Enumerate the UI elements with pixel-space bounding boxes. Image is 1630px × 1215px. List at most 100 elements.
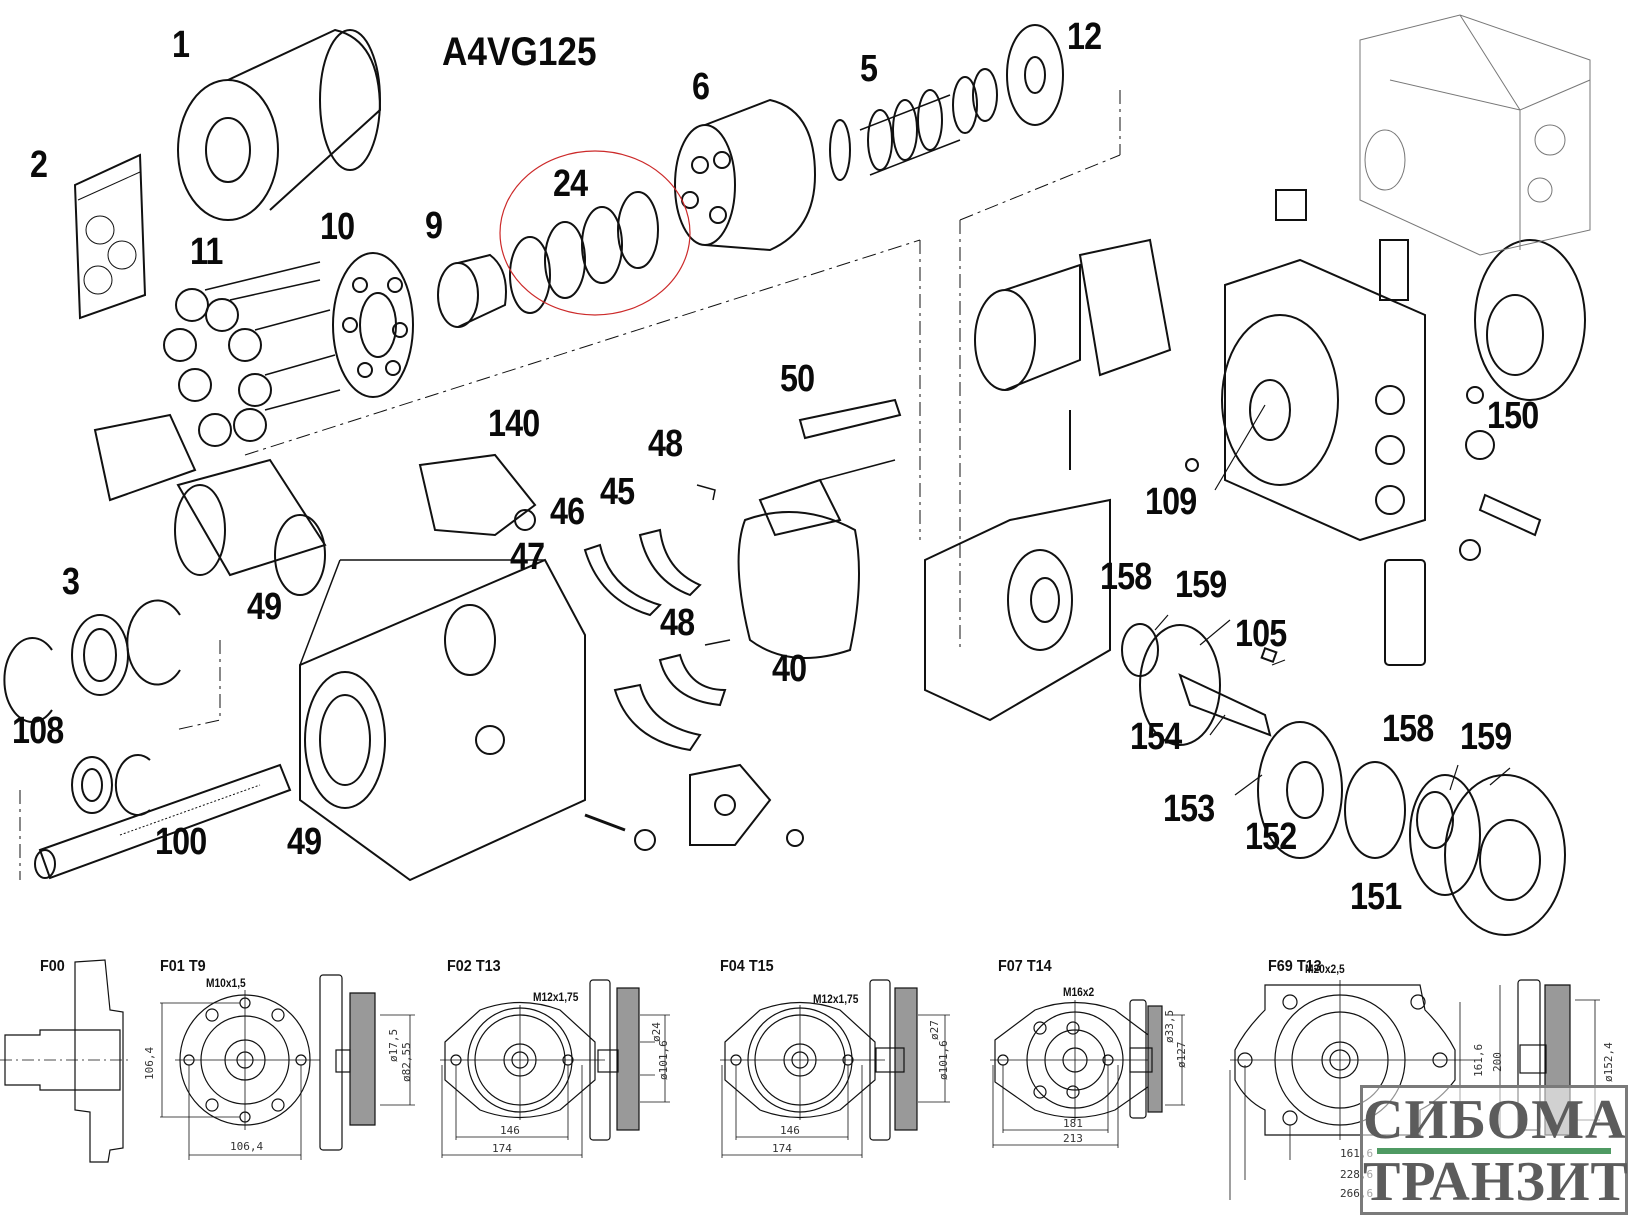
part-label-151[interactable]: 151 — [1350, 876, 1402, 918]
part-label-48-bottom[interactable]: 48 — [660, 602, 695, 644]
dim-f04-pilot: ø101,6 — [937, 1040, 950, 1080]
flange-f04-side — [869, 979, 950, 1141]
servo-cylinder — [93, 413, 327, 596]
part-label-105[interactable]: 105 — [1235, 613, 1287, 655]
part-label-6[interactable]: 6 — [692, 66, 710, 108]
flange-f00-section — [0, 959, 128, 1163]
part-109-valve-block — [1221, 189, 1426, 542]
part-9-bushing — [437, 253, 507, 328]
part-label-158-bottom[interactable]: 158 — [1382, 708, 1434, 750]
flange-title-f69: F69 T13 — [1268, 958, 1322, 975]
diagram-title: A4VG125 — [442, 30, 597, 74]
part-label-12[interactable]: 12 — [1067, 16, 1102, 58]
thread-f07: M16x2 — [1063, 985, 1095, 999]
part-2-seal-kit — [73, 153, 147, 320]
part-label-48-top[interactable]: 48 — [648, 423, 683, 465]
dim-f02-pilot: ø101,6 — [657, 1040, 670, 1080]
dim-f02-holes: 146 — [500, 1124, 520, 1137]
thread-f01: M10x1,5 — [206, 976, 246, 990]
dim-f01-width: 106,4 — [230, 1140, 264, 1153]
flange-f04-front — [720, 1001, 885, 1158]
part-label-47[interactable]: 47 — [510, 536, 545, 578]
dim-f01-height: 106,4 — [143, 1046, 156, 1080]
part-label-3[interactable]: 3 — [62, 561, 80, 603]
watermark-line1: СИБОМА — [1363, 1089, 1627, 1151]
part-5-spring — [829, 68, 998, 181]
part-label-49-top[interactable]: 49 — [247, 586, 282, 628]
part-150-cover — [1474, 239, 1586, 401]
flange-title-f04: F04 T15 — [720, 958, 774, 975]
watermark-logo: СИБОМА ТРАНЗИТ — [1360, 1085, 1628, 1215]
part-label-140[interactable]: 140 — [488, 403, 540, 445]
flange-f02-side — [589, 979, 670, 1141]
thread-f69: M20x2,5 — [1305, 962, 1345, 976]
part-label-108[interactable]: 108 — [12, 710, 64, 752]
part-label-10[interactable]: 10 — [320, 206, 355, 248]
part-label-154[interactable]: 154 — [1130, 716, 1182, 758]
dim-f07-bore: ø33,5 — [1163, 1009, 1176, 1043]
flange-title-f01: F01 T9 — [160, 958, 206, 975]
part-label-1[interactable]: 1 — [172, 24, 190, 66]
part-label-158-top[interactable]: 158 — [1100, 556, 1152, 598]
solenoid-motor — [974, 238, 1172, 391]
dim-f07-holes: 181 — [1063, 1117, 1083, 1130]
flange-f01-side — [319, 974, 415, 1151]
flange-title-f02: F02 T13 — [447, 958, 501, 975]
dim-f02-overall: 174 — [492, 1142, 512, 1155]
end-cover — [584, 763, 804, 851]
leader-lines — [1154, 404, 1511, 796]
dim-f69-height-holes: 161,6 — [1472, 1043, 1485, 1077]
part-label-150[interactable]: 150 — [1487, 395, 1539, 437]
thread-f02: M12x1,75 — [533, 990, 579, 1004]
dim-f01-bore: ø17,5 — [387, 1028, 400, 1062]
part-140-control-valve — [418, 453, 537, 537]
part-label-40[interactable]: 40 — [772, 648, 807, 690]
part-6-cylinder-barrel — [674, 98, 817, 252]
part-label-152[interactable]: 152 — [1245, 816, 1297, 858]
flange-f69-front — [1229, 980, 1501, 1200]
flange-f01-front — [160, 990, 320, 1160]
part-40-swash-plate — [737, 459, 896, 659]
part-label-5[interactable]: 5 — [860, 48, 878, 90]
flange-title-f00: F00 — [40, 958, 65, 975]
part-label-159-bottom[interactable]: 159 — [1460, 716, 1512, 758]
part-label-45[interactable]: 45 — [600, 471, 635, 513]
part-label-100[interactable]: 100 — [155, 821, 207, 863]
part-108-shaft-seal — [71, 754, 151, 816]
part-12-retaining-plate — [1006, 24, 1064, 126]
part-label-109[interactable]: 109 — [1145, 481, 1197, 523]
dim-f01-pilot: ø82,55 — [400, 1042, 413, 1082]
part-label-2[interactable]: 2 — [30, 144, 48, 186]
dim-f04-bore: ø27 — [928, 1020, 941, 1040]
part-label-50[interactable]: 50 — [780, 358, 815, 400]
part-10-retainer-plate — [332, 252, 414, 398]
part-label-9[interactable]: 9 — [425, 205, 443, 247]
flange-f02-front — [440, 1001, 605, 1158]
part-11-pistons — [163, 261, 341, 447]
flange-title-f07: F07 T14 — [998, 958, 1052, 975]
assembly-axis-lines — [19, 90, 1121, 880]
parts-45-48-cradle-bearings — [583, 484, 731, 752]
watermark-bar — [1377, 1148, 1611, 1154]
part-label-24[interactable]: 24 — [553, 163, 588, 205]
part-label-153[interactable]: 153 — [1163, 788, 1215, 830]
part-label-11[interactable]: 11 — [190, 231, 223, 273]
watermark-line2: ТРАНЗИТ — [1363, 1151, 1629, 1213]
dim-f04-holes: 146 — [780, 1124, 800, 1137]
dim-f07-pilot: ø127 — [1175, 1041, 1188, 1069]
parts-151-159-aux-pump — [1121, 623, 1566, 936]
pump-housing — [299, 558, 586, 882]
charge-pump-module — [924, 410, 1111, 722]
highlight-circle — [499, 150, 691, 316]
part-1-cylinder-assembly — [177, 28, 382, 221]
dim-f69-pilot: ø152,4 — [1602, 1042, 1615, 1082]
part-label-49-bottom[interactable]: 49 — [287, 821, 322, 863]
dim-f69-height: 200 — [1491, 1052, 1504, 1072]
pump-reference-image — [1359, 14, 1591, 256]
part-label-46[interactable]: 46 — [550, 491, 585, 533]
part-label-159-top[interactable]: 159 — [1175, 564, 1227, 606]
part-24-shims — [499, 150, 691, 316]
flange-f07-side — [1129, 999, 1185, 1119]
dim-f02-bore: ø24 — [650, 1022, 663, 1042]
